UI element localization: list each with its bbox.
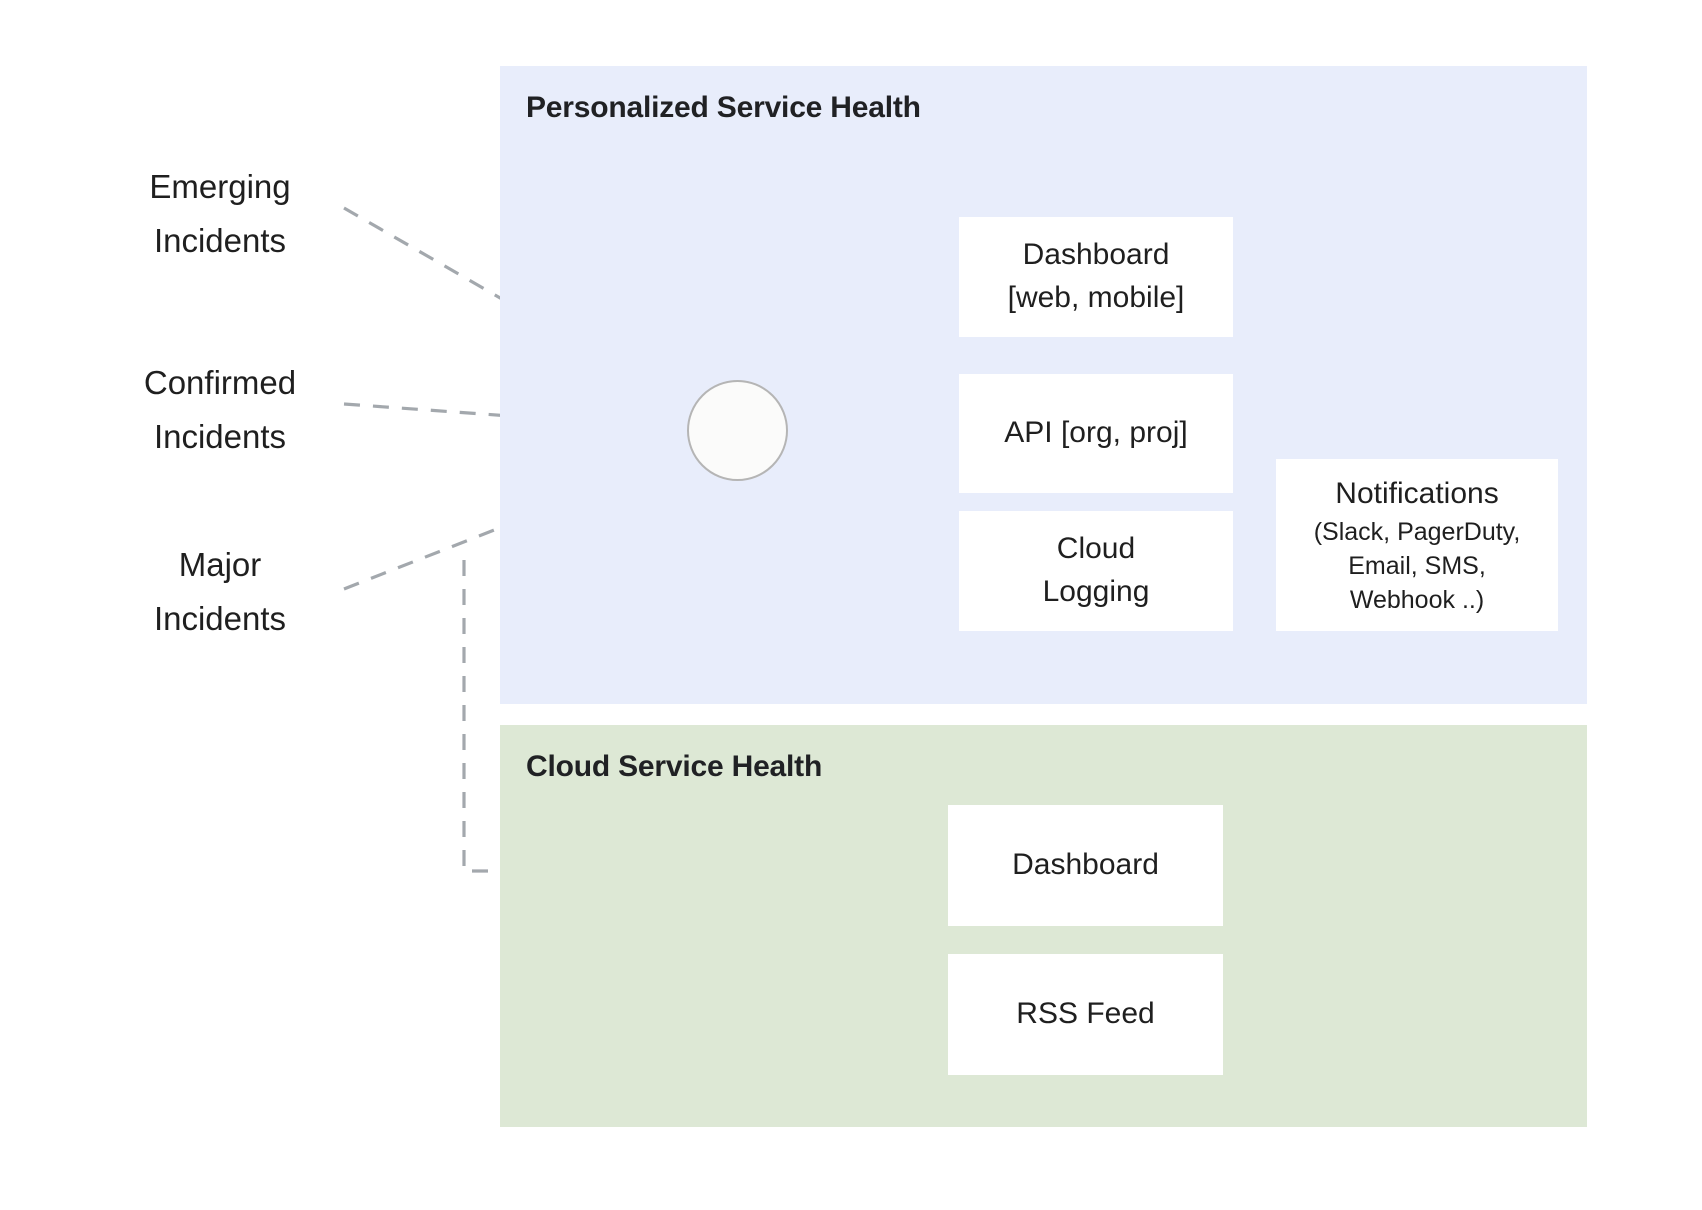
node-line-2: Logging [1042, 575, 1150, 608]
aggregator-node-circle[interactable] [687, 380, 788, 481]
node-sub-line-2: Email, SMS, [1348, 552, 1486, 581]
node-line-1: Dashboard [1012, 848, 1159, 882]
node-api-org-proj[interactable]: API [org, proj] [959, 374, 1233, 493]
node-line-1: API [org, proj] [1004, 416, 1188, 450]
node-line-1: RSS Feed [1016, 997, 1155, 1031]
node-rss-feed[interactable]: RSS Feed [948, 954, 1223, 1075]
node-line-1: Cloud [1056, 532, 1136, 566]
source-label-major-incidents: Major Incidents [153, 546, 287, 638]
node-line-2: [web, mobile] [1007, 281, 1185, 314]
panel-title-personalized: Personalized Service Health [526, 91, 921, 124]
node-line-1: Dashboard [1022, 238, 1170, 272]
node-sub-line-3: Webhook ..) [1349, 586, 1485, 615]
node-dashboard-cloud-service-health[interactable]: Dashboard [948, 805, 1223, 926]
source-label-confirmed-incidents: Confirmed Incidents [143, 364, 297, 456]
panel-title-cloud: Cloud Service Health [526, 750, 823, 783]
node-notifications[interactable]: Notifications (Slack, PagerDuty, Email, … [1276, 459, 1558, 631]
node-dashboard-web-mobile[interactable]: Dashboard [web, mobile] [959, 217, 1233, 337]
node-cloud-logging[interactable]: Cloud Logging [959, 511, 1233, 631]
node-line-1: Notifications [1335, 476, 1499, 510]
node-sub-line-1: (Slack, PagerDuty, [1313, 518, 1521, 547]
source-label-emerging-incidents: Emerging Incidents [149, 168, 291, 260]
